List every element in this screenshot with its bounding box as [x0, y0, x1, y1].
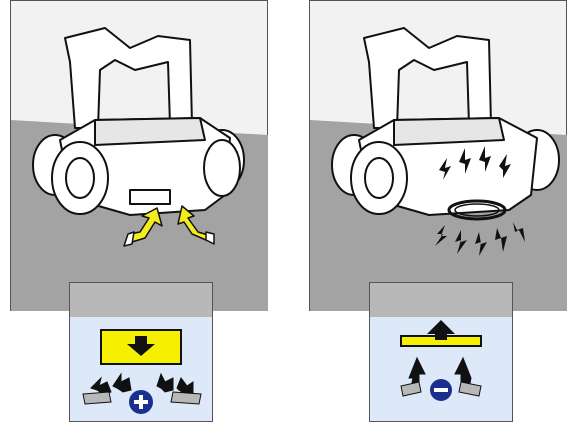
floor-ring: [447, 199, 507, 221]
right-scene-svg: [309, 0, 567, 311]
inset-top-band: [70, 283, 212, 317]
floor-ring-inner: [454, 203, 500, 217]
front-right-wheel: [203, 139, 241, 197]
left-valve-inset: [69, 282, 213, 422]
intake-port: [129, 189, 171, 205]
inflow-arrow-1: [408, 356, 426, 389]
inflow-arrow-1: [90, 376, 112, 395]
robot-top: [393, 117, 505, 146]
right-valve-svg: [369, 282, 513, 422]
right-valve-inset: [369, 282, 513, 422]
bolt-8: [495, 228, 507, 252]
down-arrow-icon: [127, 336, 155, 356]
inflow-tail-left: [82, 391, 112, 405]
suction-arrow-left: [129, 207, 163, 243]
left-scene-svg: [10, 0, 268, 311]
bolt-1: [439, 158, 451, 180]
inflow-tail-left: [400, 381, 422, 397]
bolt-9: [513, 222, 525, 242]
suction-arrow-right-tail: [205, 231, 215, 245]
bolt-4: [499, 154, 511, 178]
pool-robot: [32, 27, 245, 216]
front-left-hub: [65, 157, 95, 199]
up-arrow-icon: [427, 320, 455, 340]
suction-arrow-left-tail: [123, 231, 135, 247]
bolt-3: [479, 146, 491, 172]
inflow-arrows: [90, 372, 194, 395]
bolt-7: [475, 232, 487, 256]
vibration-marks: [435, 146, 525, 256]
robot-top: [94, 117, 206, 146]
pool-robot: [331, 27, 560, 216]
front-left-hub: [364, 157, 394, 199]
inset-top-band: [370, 283, 512, 317]
inflow-arrow-3: [156, 372, 174, 393]
bolt-6: [455, 230, 467, 254]
inflow-arrow-2: [112, 372, 132, 393]
plus-icon-v: [139, 395, 143, 409]
suction-arrows: [123, 205, 215, 247]
left-valve-svg: [69, 282, 213, 422]
inflow-arrow-4: [176, 376, 194, 395]
left-scene-panel: [10, 0, 268, 311]
bolt-2: [459, 148, 471, 174]
suction-arrow-right: [177, 205, 209, 241]
inflow-tail-right: [170, 391, 202, 405]
right-scene-panel: [309, 0, 567, 311]
inflow-tail-right: [458, 381, 482, 397]
minus-icon-bar: [434, 388, 448, 392]
